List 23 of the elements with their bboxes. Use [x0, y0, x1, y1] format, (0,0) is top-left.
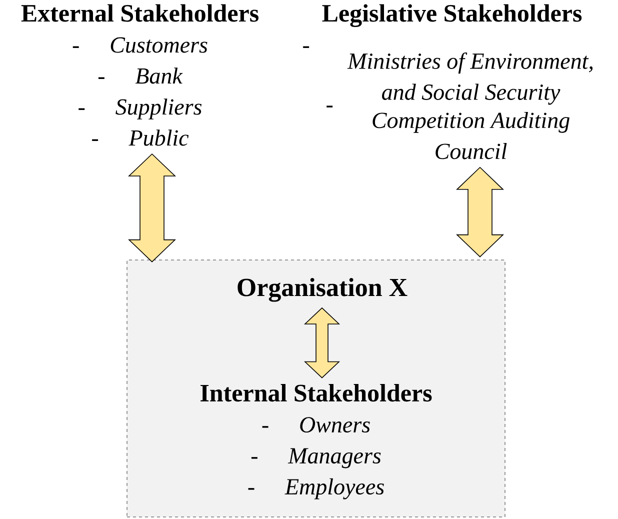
list-item: Owners [300, 417, 370, 433]
organisation-box [126, 260, 506, 518]
bullet-dash: - [248, 488, 254, 490]
bullet-dash: - [303, 46, 310, 48]
bullet-dash: - [72, 46, 79, 48]
heading: Internal Stakeholders [200, 384, 432, 402]
bullet-dash: - [326, 106, 333, 108]
list-item: Bank [135, 68, 183, 84]
bullet-dash: - [251, 457, 258, 459]
list-item: Competition Auditing Council [372, 112, 570, 160]
heading: External Stakeholders [21, 4, 258, 22]
list-item: Managers [288, 448, 381, 468]
heading: Legislative Stakeholders [322, 4, 582, 28]
bullet-dash: - [92, 139, 98, 141]
list-item: Ministries of Environment, and Social Security [347, 52, 593, 105]
bullet-dash: - [98, 77, 104, 79]
list-item: Suppliers [116, 98, 202, 120]
bullet-dash: - [78, 108, 85, 110]
list-item: Customers [110, 37, 208, 53]
list-item: Employees [284, 478, 384, 500]
list-item: Public [128, 130, 189, 146]
bullet-dash: - [262, 426, 268, 428]
heading: Organisation X [238, 278, 408, 302]
